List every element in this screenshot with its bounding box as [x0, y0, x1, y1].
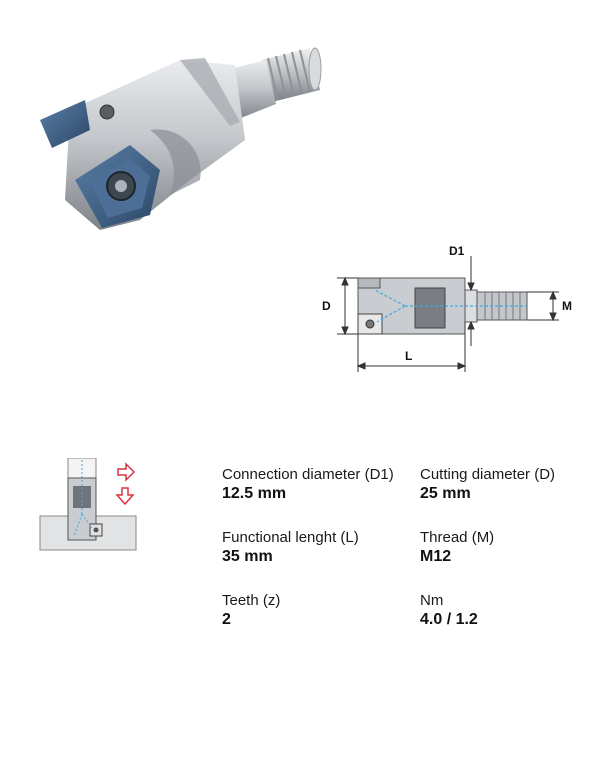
spec-label: Thread (M): [420, 529, 495, 546]
spec-value: 25 mm: [420, 485, 471, 502]
spec-value: 2: [222, 611, 231, 628]
spec-torque: Nm 4.0 / 1.2: [420, 592, 478, 629]
spec-connection-diameter: Connection diameter (D1) 12.5 mm: [222, 466, 394, 503]
spec-cutting-diameter: Cutting diameter (D) 25 mm: [420, 466, 555, 503]
label-d: D: [322, 299, 331, 313]
spec-value: 35 mm: [222, 548, 273, 565]
label-l: L: [405, 349, 412, 363]
feed-arrow-right-icon: [117, 462, 136, 482]
thread-shank: [262, 47, 322, 102]
spec-value: 4.0 / 1.2: [420, 611, 478, 628]
label-m: M: [562, 299, 572, 313]
spec-value: M12: [420, 548, 452, 565]
application-diagram: [39, 458, 137, 551]
spec-label: Functional lenght (L): [222, 529, 359, 546]
coolant-hole: [99, 104, 115, 120]
spec-functional-length: Functional lenght (L) 35 mm: [222, 529, 359, 566]
label-d1: D1: [449, 244, 465, 258]
spec-label: Teeth (z): [222, 592, 281, 609]
spec-value: 12.5 mm: [222, 485, 287, 502]
spec-label: Nm: [420, 592, 444, 609]
spec-thread: Thread (M) M12: [420, 529, 494, 566]
spec-label: Connection diameter (D1): [222, 466, 394, 483]
spec-label: Cutting diameter (D): [420, 466, 556, 483]
dimension-drawing: D1 D M L: [322, 244, 572, 372]
spec-teeth: Teeth (z) 2: [222, 592, 280, 629]
top-insert: [40, 100, 90, 148]
feed-arrow-down-icon: [115, 487, 135, 506]
product-image: [40, 47, 322, 230]
front-insert: [75, 145, 160, 228]
